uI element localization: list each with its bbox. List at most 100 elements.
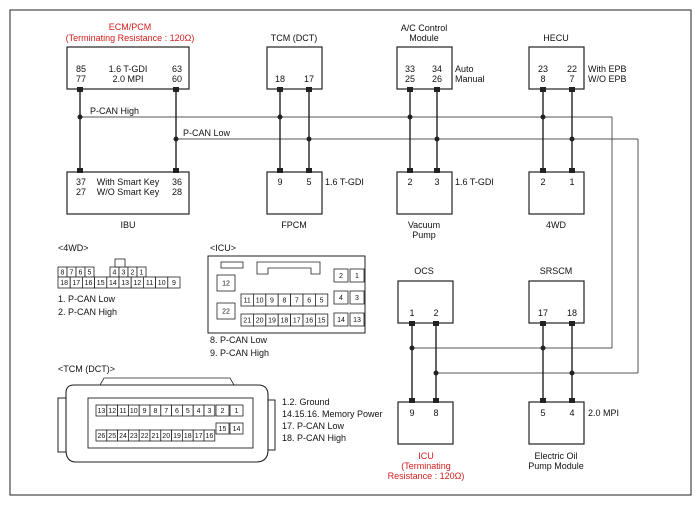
- icu-pin-20: 20: [252, 313, 267, 327]
- svg-text:4WD: 4WD: [546, 220, 567, 230]
- awd-pin-3: 3: [118, 266, 129, 278]
- svg-text:HECU: HECU: [543, 33, 569, 43]
- svg-text:6: 6: [307, 298, 311, 305]
- tcm-pin-15: 15: [215, 422, 230, 435]
- awd-pin-6: 6: [75, 266, 86, 278]
- p-can-high-label: P-CAN High: [90, 106, 139, 116]
- svg-text:Pump Module: Pump Module: [528, 461, 584, 471]
- svg-text:With EPB: With EPB: [588, 64, 627, 74]
- tcm-pin-14: 14: [229, 422, 244, 435]
- tcm-pin-26: 26: [95, 429, 108, 442]
- svg-text:17: 17: [293, 318, 301, 325]
- awd-pin-14: 14: [106, 276, 120, 289]
- icu-pin-15: 15: [314, 313, 329, 327]
- icu-pin-11: 11: [240, 293, 254, 307]
- svg-text:9: 9: [172, 280, 176, 287]
- svg-text:16: 16: [206, 433, 214, 440]
- svg-text:11: 11: [244, 298, 251, 305]
- electric-oil-pump-module: 5 4 2.0 MPI Electric Oil Pump Module: [528, 398, 619, 471]
- svg-text:34: 34: [432, 64, 442, 74]
- svg-text:25: 25: [405, 74, 415, 84]
- svg-text:12: 12: [222, 281, 230, 288]
- svg-text:3: 3: [122, 270, 126, 277]
- svg-text:37: 37: [76, 177, 86, 187]
- icu-pin-21: 21: [240, 313, 254, 327]
- icu-pin-22: 22: [216, 302, 236, 320]
- hecu-module: HECU 23 22 8 7 With EPB W/O EPB: [528, 33, 627, 92]
- svg-text:8. P-CAN Low: 8. P-CAN Low: [210, 335, 268, 345]
- svg-text:1.6 T-GDI: 1.6 T-GDI: [109, 64, 148, 74]
- svg-text:ICU: ICU: [418, 451, 434, 461]
- svg-text:9. P-CAN High: 9. P-CAN High: [210, 348, 269, 358]
- svg-text:2: 2: [131, 270, 135, 277]
- svg-text:1.2. Ground: 1.2. Ground: [282, 397, 330, 407]
- svg-text:20: 20: [162, 433, 170, 440]
- svg-text:8: 8: [540, 74, 545, 84]
- svg-text:14: 14: [233, 426, 241, 433]
- svg-text:16: 16: [85, 280, 93, 287]
- icu-pin-9: 9: [265, 293, 279, 307]
- svg-text:33: 33: [405, 64, 415, 74]
- svg-text:1. P-CAN Low: 1. P-CAN Low: [58, 294, 116, 304]
- svg-text:9: 9: [409, 408, 414, 418]
- svg-text:12: 12: [133, 280, 141, 287]
- awd-pin-10: 10: [155, 276, 169, 289]
- svg-text:4: 4: [569, 408, 574, 418]
- tcm-pin-6: 6: [171, 404, 183, 417]
- awd-pin-1: 1: [136, 266, 147, 278]
- svg-text:9: 9: [143, 408, 147, 415]
- svg-text:Resistance : 120Ω): Resistance : 120Ω): [388, 471, 465, 481]
- svg-text:10: 10: [256, 298, 264, 305]
- tcm-pin-21: 21: [149, 429, 162, 442]
- svg-text:1.6 T-GDI: 1.6 T-GDI: [455, 177, 494, 187]
- tcm-pin-17: 17: [192, 429, 205, 442]
- tcm-pin-5: 5: [181, 404, 194, 417]
- ibu-title: IBU: [120, 220, 135, 230]
- svg-text:11: 11: [146, 280, 153, 287]
- srscm-module: SRSCM 17 18: [528, 266, 585, 326]
- svg-text:26: 26: [432, 74, 442, 84]
- tcm-pin-22: 22: [138, 429, 151, 442]
- svg-text:Vacuum: Vacuum: [408, 220, 440, 230]
- svg-text:22: 22: [141, 433, 149, 440]
- svg-text:Manual: Manual: [455, 74, 485, 84]
- awd-pin-17: 17: [69, 276, 83, 289]
- svg-text:1.6 T-GDI: 1.6 T-GDI: [325, 177, 364, 187]
- awd-pin-12: 12: [130, 276, 144, 289]
- icu-pin-8: 8: [277, 293, 292, 307]
- svg-text:Pump: Pump: [412, 230, 436, 240]
- svg-text:3: 3: [434, 177, 439, 187]
- svg-text:8: 8: [433, 408, 438, 418]
- svg-text:7: 7: [569, 74, 574, 84]
- tcm-pin-9: 9: [138, 404, 151, 417]
- tcm-pin-12: 12: [106, 404, 119, 417]
- svg-text:17: 17: [195, 433, 203, 440]
- svg-text:18. P-CAN High: 18. P-CAN High: [282, 433, 346, 443]
- svg-text:2. P-CAN High: 2. P-CAN High: [58, 307, 117, 317]
- tcm-pin-24: 24: [117, 429, 129, 442]
- svg-text:19: 19: [173, 433, 181, 440]
- svg-text:4: 4: [113, 270, 117, 277]
- ac-control-module: A/C Control Module 33 34 25 26 Auto Manu…: [396, 23, 485, 92]
- svg-text:77: 77: [76, 74, 86, 84]
- awd-pin-15: 15: [94, 276, 108, 289]
- tcm-pin-18: 18: [181, 429, 194, 442]
- can-bus: [80, 116, 639, 374]
- svg-text:4: 4: [339, 295, 343, 302]
- svg-text:5: 5: [320, 298, 324, 305]
- svg-text:36: 36: [172, 177, 182, 187]
- awd-pin-16: 16: [82, 276, 96, 289]
- tcm-pin-19: 19: [171, 429, 183, 442]
- tcm-pin-1: 1: [229, 404, 244, 417]
- svg-text:18: 18: [60, 280, 68, 287]
- awd-pin-18: 18: [57, 276, 71, 289]
- svg-text:21: 21: [243, 318, 251, 325]
- awd-pin-5: 5: [84, 266, 95, 278]
- svg-text:14: 14: [109, 280, 117, 287]
- icu-pin-5: 5: [314, 293, 329, 307]
- svg-text:17: 17: [304, 74, 314, 84]
